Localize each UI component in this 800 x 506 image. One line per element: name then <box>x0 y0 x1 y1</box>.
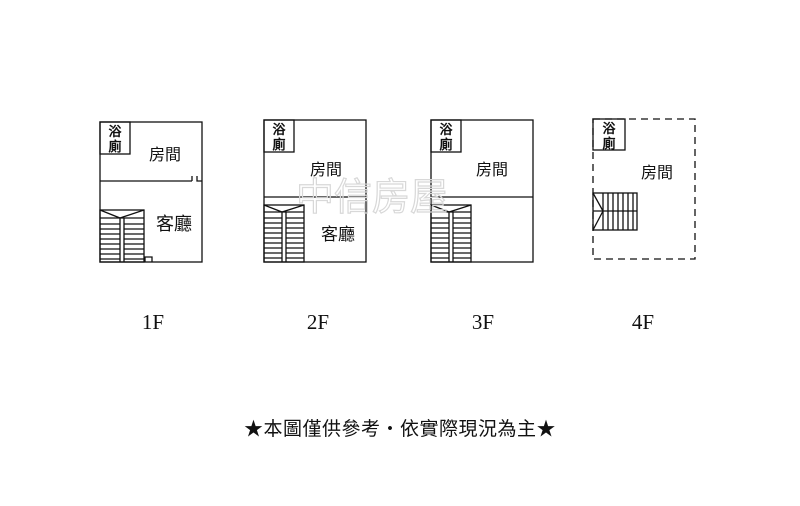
floor-4f-bedroom-label: 房間 <box>641 163 673 182</box>
floor-3f-bath-label-top: 浴 <box>439 122 453 138</box>
floor-4f-label: 4F <box>632 310 654 334</box>
floor-4f-bath-label-bottom: 廁 <box>602 136 615 152</box>
floor-1f-label: 1F <box>142 310 164 334</box>
floor-3f-bedroom-label: 房間 <box>476 160 508 179</box>
floor-1f-living-room-label: 客廳 <box>156 214 192 235</box>
floor-4f-bath-label-top: 浴 <box>602 121 616 137</box>
floor-2f-living-room-label: 客廳 <box>321 225 355 245</box>
floor-1f-stairs <box>99 209 145 263</box>
floor-2f-plan <box>263 119 367 263</box>
floor-2f-bath-label-top: 浴 <box>272 122 286 138</box>
watermark-text: 中信房屋 <box>296 175 448 219</box>
floor-1f-bath-label-bottom: 廁 <box>108 139 121 155</box>
floor-3f-stairs <box>430 204 472 263</box>
floor-4f-plan <box>592 118 696 260</box>
floor-4f-stairs <box>592 192 638 231</box>
floor-2f-bedroom-label: 房間 <box>310 160 342 179</box>
floor-1f-bedroom-label: 房間 <box>149 145 181 164</box>
floor-3f-bath-label-bottom: 廁 <box>439 137 452 153</box>
floor-2f-label: 2F <box>307 310 329 334</box>
floor-1f-plan <box>99 121 203 263</box>
floor-3f-plan <box>430 119 534 263</box>
floor-2f-stairs <box>263 204 305 263</box>
floor-1f-bath-label-top: 浴 <box>108 124 122 140</box>
disclaimer-text: ★本圖僅供參考・依實際現況為主★ <box>243 418 556 440</box>
floor-3f-label: 3F <box>472 310 494 334</box>
floor-2f-bath-label-bottom: 廁 <box>272 137 285 153</box>
